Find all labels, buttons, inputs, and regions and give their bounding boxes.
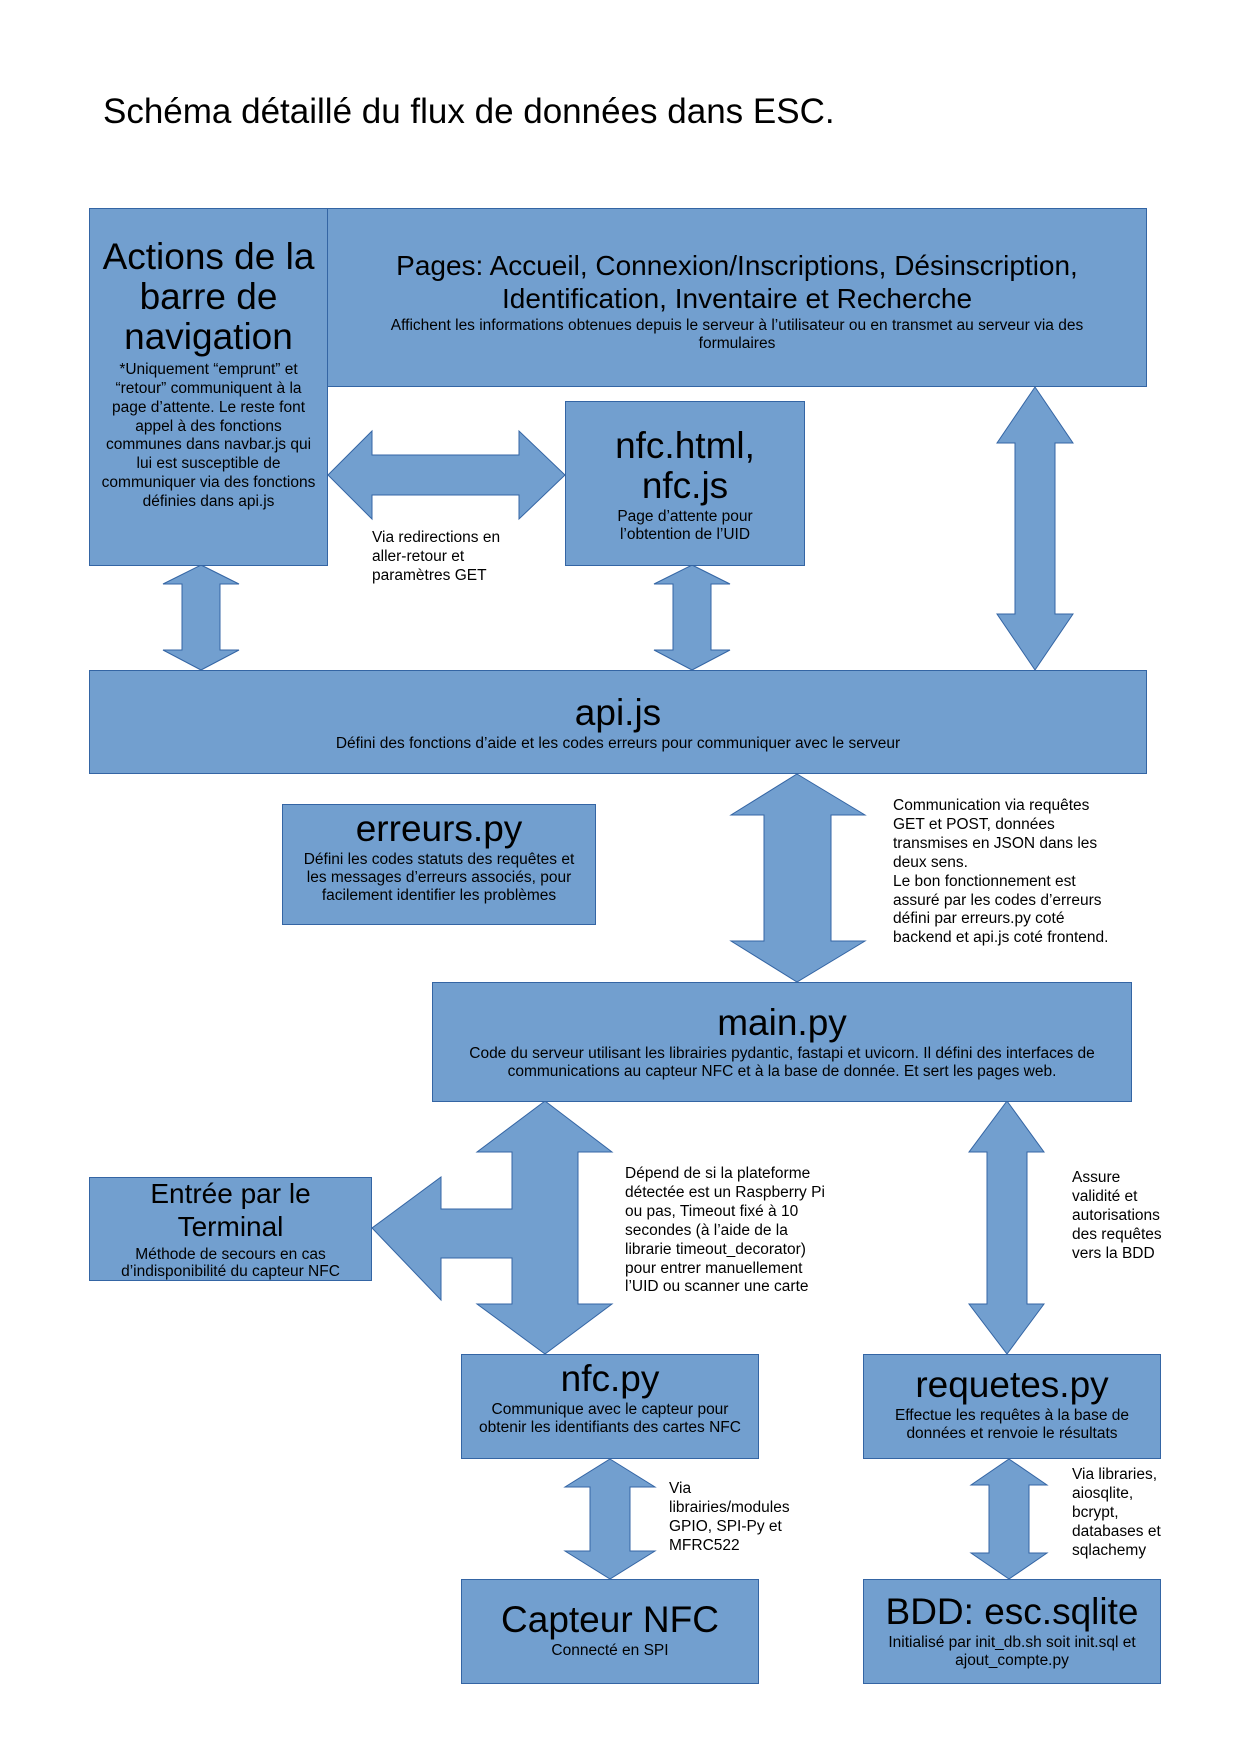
arrow-navbar-nfchtml — [327, 429, 566, 521]
bdd-box: BDD: esc.sqlite Initialisé par init_db.s… — [863, 1579, 1161, 1684]
main-py-title: main.py — [717, 1002, 847, 1043]
note-line: bcrypt, — [1072, 1503, 1119, 1521]
note-line: pour entrer manuellement — [625, 1259, 803, 1277]
note-line: databases et — [1072, 1522, 1161, 1540]
nfc-html-title: nfc.html, nfc.js — [615, 425, 755, 506]
note-line: autorisations — [1072, 1206, 1160, 1224]
erreurs-box: erreurs.py Défini les codes statuts des … — [282, 804, 596, 925]
note-line: Via libraries, — [1072, 1466, 1158, 1483]
main-py-desc: Code du serveur utilisant les librairies… — [469, 1044, 1095, 1080]
note-communication: Communication via requêtes GET et POST, … — [893, 797, 1108, 948]
nfc-py-title: nfc.py — [560, 1358, 660, 1399]
arrow-nfcpy-capteur — [563, 1458, 657, 1580]
note-line: backend et api.js coté frontend. — [893, 929, 1109, 947]
nfc-html-box: nfc.html, nfc.js Page d’attente pour l’o… — [565, 401, 805, 566]
arrow-api-main — [729, 773, 867, 983]
capteur-box: Capteur NFC Connecté en SPI — [461, 1579, 759, 1684]
note-line: Communication via requêtes — [893, 797, 1090, 814]
terminal-box: Entrée par le Terminal Méthode de secour… — [89, 1177, 372, 1281]
api-js-title: api.js — [574, 692, 662, 733]
navbar-actions-desc: *Uniquement “emprunt” et “retour” commun… — [101, 360, 316, 511]
note-line: défini par erreurs.py coté — [893, 910, 1065, 928]
requetes-desc: Effectue les requêtes à la base de donné… — [894, 1406, 1130, 1442]
nfc-html-desc: Page d’attente pour l’obtention de l’UID — [617, 507, 753, 543]
note-line: ou pas, Timeout fixé à 10 — [625, 1202, 799, 1220]
note-line: assuré par les codes d’erreurs — [893, 891, 1102, 909]
page-title: Schéma détaillé du flux de données dans … — [103, 92, 835, 131]
navbar-actions-box: Actions de la barre de navigation *Uniqu… — [89, 208, 328, 566]
note-line: aller-retour et — [372, 547, 465, 565]
note-line: des requêtes — [1072, 1225, 1162, 1243]
note-line: Le bon fonctionnement est — [893, 872, 1076, 890]
arrow-pages-api — [996, 386, 1074, 671]
main-py-box: main.py Code du serveur utilisant les li… — [432, 982, 1132, 1102]
note-line: Dépend de si la plateforme — [625, 1165, 811, 1182]
note-line: Assure — [1072, 1169, 1121, 1186]
arrow-requetes-bdd — [969, 1458, 1049, 1580]
terminal-desc: Méthode de secours en cas d’indisponibil… — [121, 1245, 340, 1281]
pages-title: Pages: Accueil, Connexion/Inscriptions, … — [396, 250, 1078, 315]
arrow-main-requetes — [967, 1100, 1045, 1355]
nfc-py-box: nfc.py Communique avec le capteur pour o… — [461, 1354, 759, 1459]
api-js-box: api.js Défini des fonctions d’aide et le… — [89, 670, 1147, 774]
requetes-box: requetes.py Effectue les requêtes à la b… — [863, 1354, 1161, 1459]
arrow-nfchtml-api — [653, 564, 731, 671]
note-line: vers la BDD — [1072, 1244, 1155, 1262]
note-line: aiosqlite, — [1072, 1484, 1134, 1502]
note-line: deux sens. — [893, 853, 968, 871]
terminal-title: Entrée par le Terminal — [150, 1178, 311, 1242]
note-line: sqlachemy — [1072, 1541, 1147, 1559]
arrow-main-nfcpy — [371, 1100, 614, 1355]
note-line: Via — [669, 1480, 692, 1497]
note-line: GET et POST, données — [893, 815, 1055, 833]
note-validity: Assure validité et autorisations des req… — [1072, 1169, 1162, 1264]
note-line: librairies/modules — [669, 1498, 790, 1516]
requetes-title: requetes.py — [915, 1364, 1109, 1405]
pages-box: Pages: Accueil, Connexion/Inscriptions, … — [327, 208, 1147, 387]
note-line: librarie timeout_decorator) — [625, 1240, 806, 1258]
note-redirect: Via redirections en aller-retour et para… — [372, 529, 500, 586]
note-line: GPIO, SPI-Py et — [669, 1517, 782, 1535]
api-js-desc: Défini des fonctions d’aide et les codes… — [335, 734, 901, 752]
note-line: paramètres GET — [372, 566, 487, 584]
erreurs-title: erreurs.py — [355, 808, 523, 849]
erreurs-desc: Défini les codes statuts des requêtes et… — [303, 850, 575, 904]
note-libs: Via libraries, aiosqlite, bcrypt, databa… — [1072, 1466, 1161, 1561]
note-line: MFRC522 — [669, 1536, 740, 1554]
note-line: l’UID ou scanner une carte — [625, 1278, 809, 1296]
capteur-desc: Connecté en SPI — [551, 1641, 669, 1659]
pages-desc: Affichent les informations obtenues depu… — [390, 317, 1084, 352]
note-platform: Dépend de si la plateforme détectée est … — [625, 1165, 825, 1297]
bdd-desc: Initialisé par init_db.sh soit init.sql … — [888, 1633, 1136, 1669]
note-line: Via redirections en — [372, 529, 501, 546]
bdd-title: BDD: esc.sqlite — [885, 1591, 1139, 1632]
note-line: secondes (à l’aide de la — [625, 1221, 788, 1239]
note-line: détectée est un Raspberry Pi — [625, 1183, 825, 1201]
nfc-py-desc: Communique avec le capteur pour obtenir … — [479, 1400, 741, 1436]
note-gpio: Via librairies/modules GPIO, SPI-Py et M… — [669, 1480, 790, 1556]
note-line: validité et — [1072, 1187, 1138, 1205]
capteur-title: Capteur NFC — [501, 1599, 719, 1640]
arrow-navbar-api — [162, 564, 240, 671]
note-line: transmises en JSON dans les — [893, 834, 1098, 852]
navbar-actions-title: Actions de la barre de navigation — [102, 236, 315, 357]
